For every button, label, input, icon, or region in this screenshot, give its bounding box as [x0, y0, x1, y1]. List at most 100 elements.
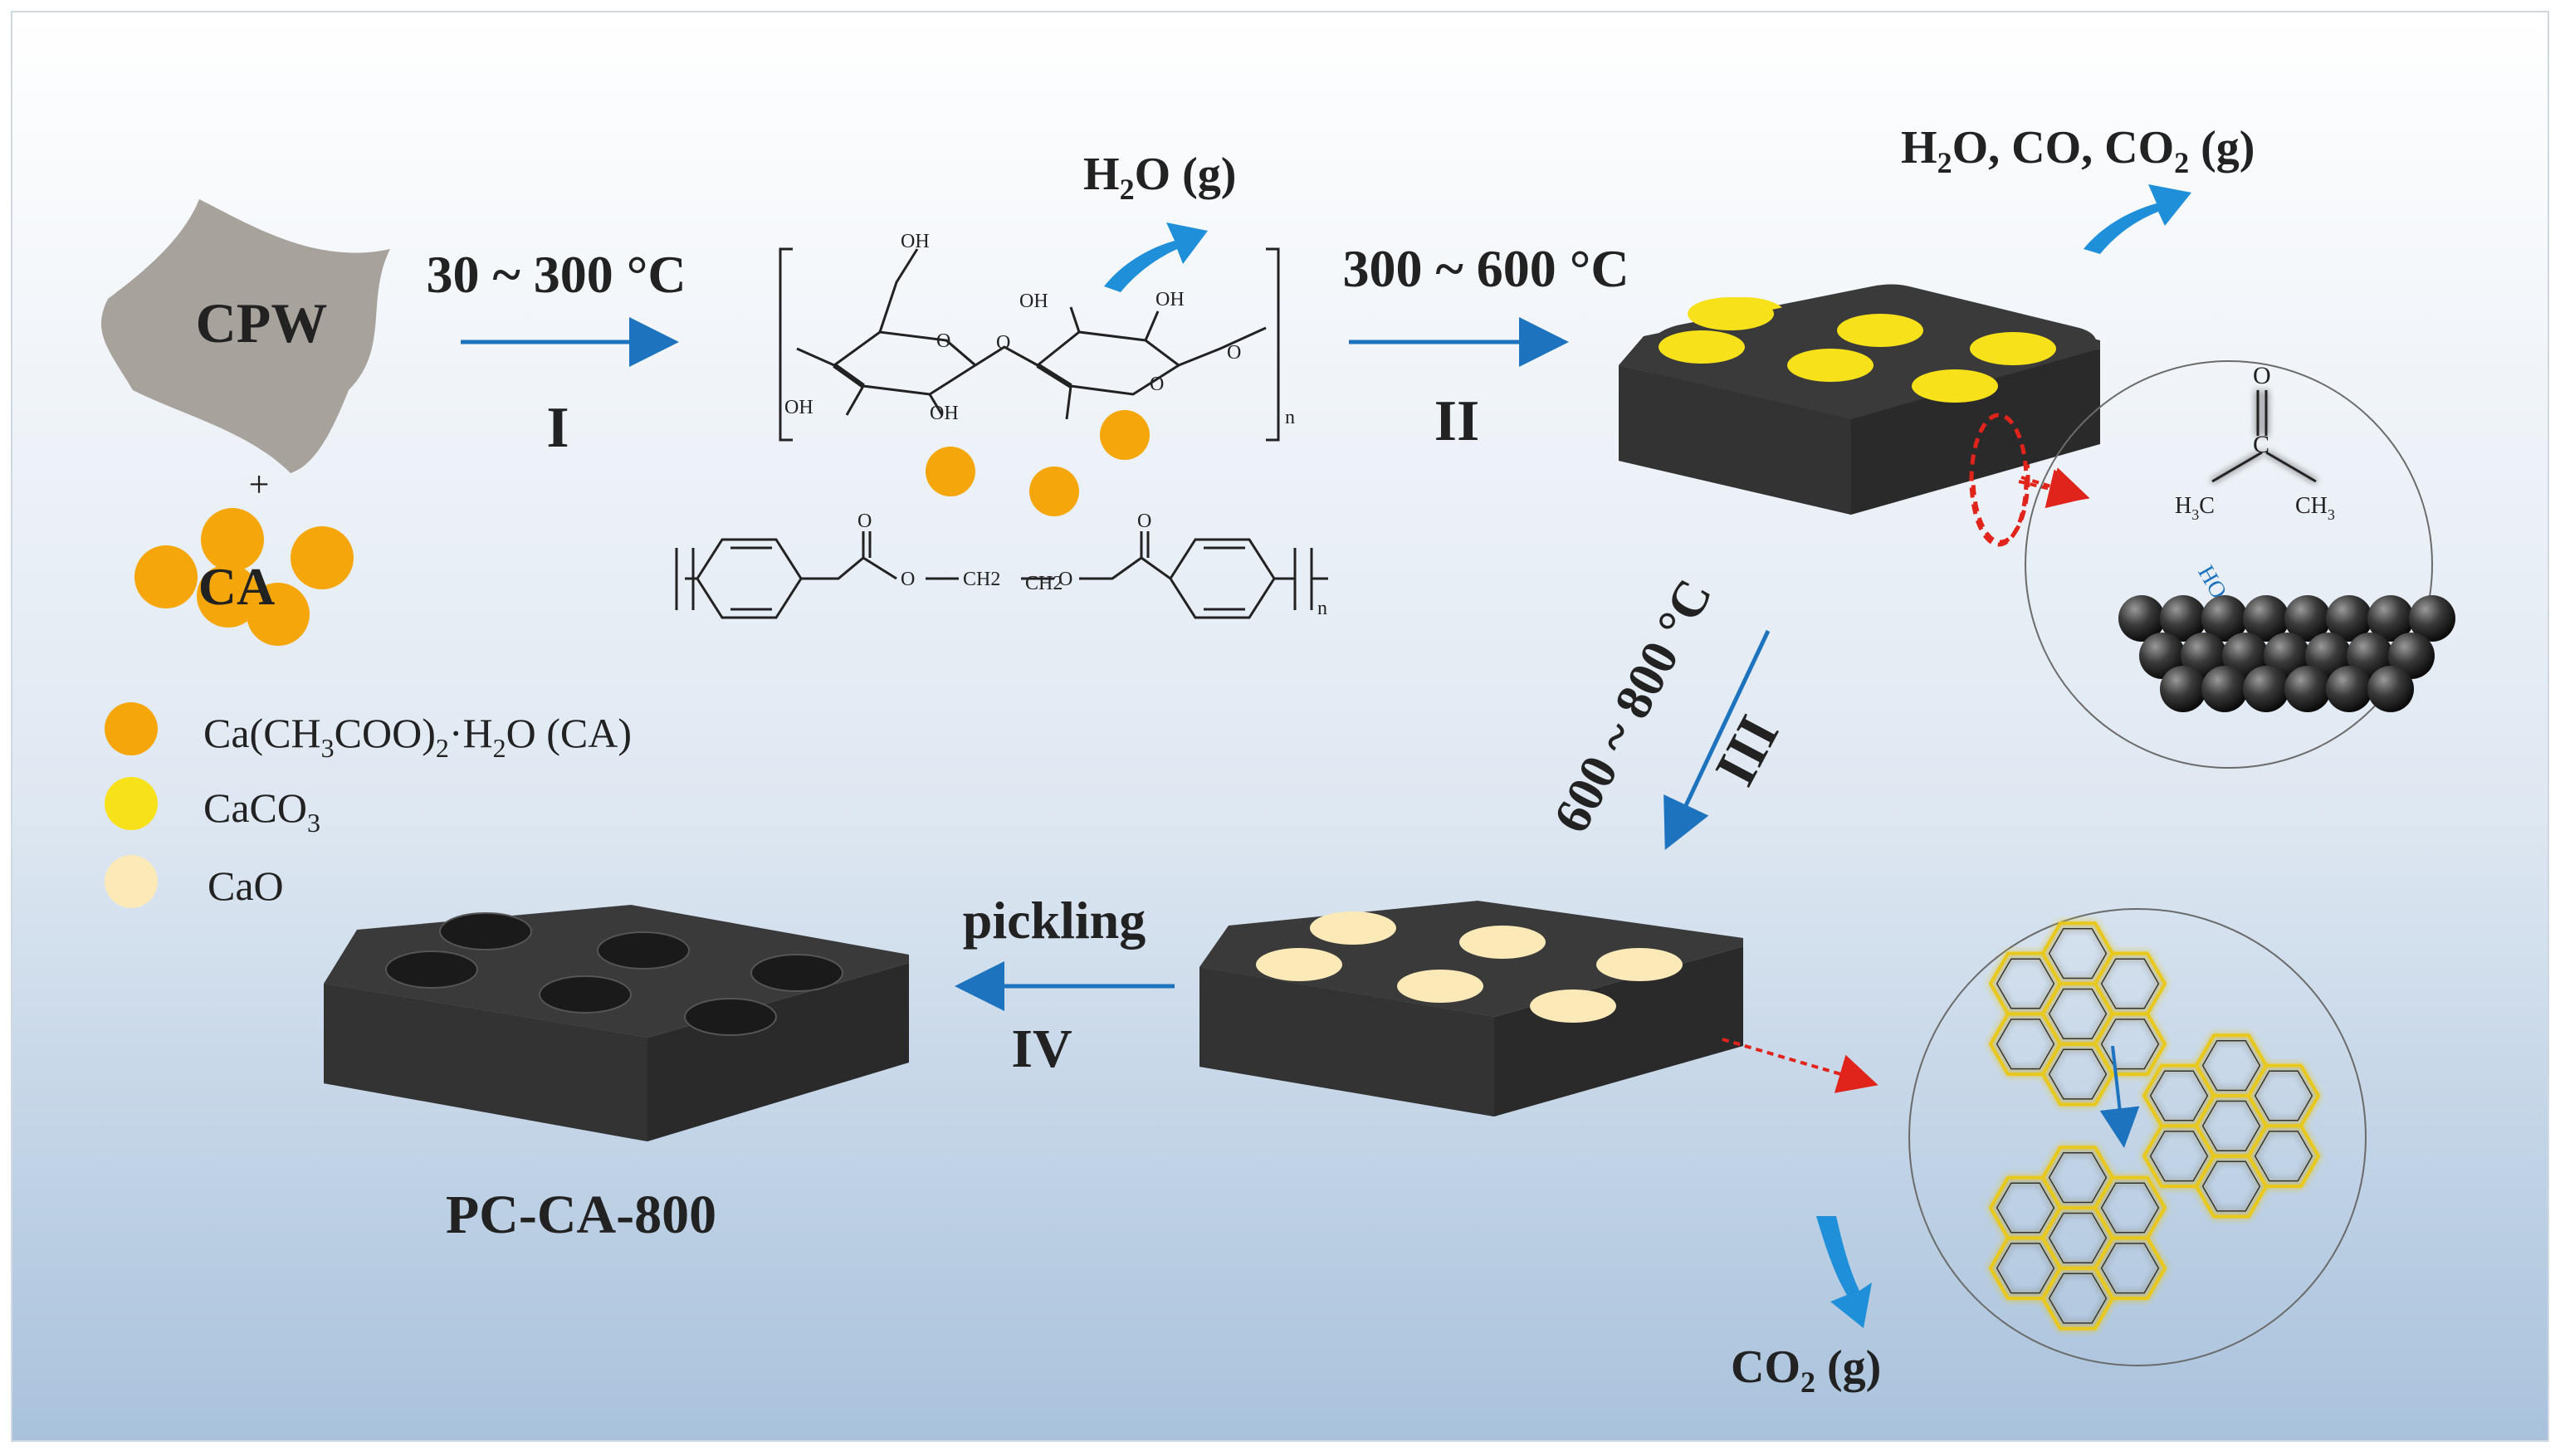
pet-o-4: O — [1137, 511, 1151, 532]
graphene-shift-arrow — [2099, 1045, 2140, 1148]
plus-sign: + — [249, 464, 270, 505]
graphene-hexagon-inner — [2048, 1212, 2108, 1263]
step1-temp: 30 ~ 300 °C — [426, 245, 686, 304]
pores — [385, 912, 843, 1036]
graphene-hexagon-inner — [2201, 1160, 2261, 1212]
legend-label-ca: Ca(CH3COO)2·H2O (CA) — [203, 710, 632, 763]
legend-swatch-ca — [105, 702, 158, 755]
carbon-block-cao — [1199, 901, 1878, 1116]
cellulose-n: n — [1285, 407, 1295, 428]
carbon-sphere — [2284, 666, 2331, 712]
cellulose-o-ring1: O — [936, 330, 950, 352]
inset-circle-bottom — [1908, 908, 2367, 1366]
cellulose-oh-1: OH — [901, 231, 930, 252]
cellulose-labels: OH OH OH OH OH O O O O n — [784, 231, 1295, 428]
pet-labels: O O CH2 CH2 O O n — [857, 511, 1327, 619]
cellulose-structure — [779, 247, 1280, 442]
product-label: PC-CA-800 — [446, 1185, 716, 1245]
pet-o-3: O — [1058, 569, 1072, 590]
graphene-hexagon-inner — [2201, 1100, 2261, 1151]
carbon-sphere — [2264, 633, 2310, 679]
gas-curved-arrow-2 — [2084, 184, 2191, 254]
graphene-hexagon-inner — [2048, 1152, 2108, 1204]
inset-circle-top — [2025, 360, 2433, 769]
graphene-hexagon-inner — [2048, 928, 2108, 980]
graphene-sheets — [1988, 921, 2321, 1331]
carbon-sphere — [2118, 595, 2165, 642]
carbon-sphere — [2139, 633, 2186, 679]
carbon-sphere — [2326, 595, 2372, 642]
inset-graphene — [1908, 908, 2367, 1366]
gas-release-2: H2O, CO, CO2 (g) — [1901, 122, 2255, 254]
cellulose-oh-3: OH — [1155, 289, 1185, 310]
graphene-hexagon-inner — [2048, 1048, 2108, 1100]
carbon-sphere — [2367, 666, 2414, 712]
carbon-sphere — [2367, 595, 2414, 642]
pet-o-2: O — [901, 569, 915, 590]
co2-curved-arrow — [1816, 1216, 1872, 1328]
ca-particle-cluster — [134, 508, 354, 646]
graphene-hexagon-inner — [1996, 1019, 2055, 1070]
pet-ch2-1: CH2 — [963, 569, 1000, 590]
cpw-label: CPW — [196, 291, 328, 354]
cellulose-oh-5: OH — [930, 403, 959, 424]
carbon-sphere — [2243, 666, 2289, 712]
acetone-molecule — [2211, 390, 2317, 483]
step3-arrow — [1664, 629, 1771, 851]
feedstock-group: CPW + CA — [100, 199, 390, 646]
graphene-hexagon-inner — [2048, 988, 2108, 1039]
step-4: pickling IV — [955, 891, 1175, 1079]
graphene-hexagon-inner — [2100, 958, 2160, 1009]
graphene-hexagon-inner — [2048, 1273, 2108, 1324]
legend-swatch-caco3 — [105, 777, 158, 830]
carbon-sphere — [2201, 595, 2248, 642]
graphene-hexagon-inner — [1996, 1182, 2055, 1234]
h2o-gas-label: H2O (g) — [1083, 149, 1236, 206]
carbon-spheres — [2118, 595, 2455, 712]
carbon-sphere — [2388, 633, 2435, 679]
h2o-release: H2O (g) — [1083, 149, 1236, 292]
pet-n: n — [1317, 598, 1327, 619]
cellulose-o-end: O — [1227, 342, 1241, 364]
h2o-curved-arrow — [1104, 222, 1208, 292]
product-block — [324, 905, 909, 1141]
ca-particles-cellulose — [926, 410, 1150, 516]
graphene-hexagon-inner — [2149, 1131, 2209, 1182]
step-2: 300 ~ 600 °C II — [1342, 239, 1629, 453]
pet-ch2-2: CH2 — [1025, 573, 1063, 594]
graphene-hexagon-inner — [2100, 1019, 2160, 1070]
carbon-sphere — [2409, 595, 2455, 642]
legend: Ca(CH3COO)2·H2O (CA) CaCO3 CaO — [105, 702, 632, 909]
cpw-shape — [100, 199, 390, 473]
legend-label-cao: CaO — [208, 862, 284, 909]
graphene-hexagon-inner — [2100, 1243, 2160, 1294]
step4-numeral: IV — [1011, 1019, 1072, 1079]
carbon-sphere — [2160, 666, 2206, 712]
carbon-sphere — [2347, 633, 2393, 679]
carbon-sphere — [2201, 666, 2248, 712]
co2-gas-label: CO2 (g) — [1731, 1341, 1881, 1399]
graphene-hexagon — [2040, 1266, 2115, 1331]
cao-edge-pointer — [1722, 1038, 1878, 1093]
inset-surface: O C H3C CH3 HO — [2025, 360, 2455, 769]
carbon-sphere — [2160, 595, 2206, 642]
co2-release: CO2 (g) — [1731, 1216, 1881, 1399]
cellulose-oh-2: OH — [1019, 291, 1048, 312]
step4-process: pickling — [963, 891, 1146, 950]
graphene-hexagon-inner — [2201, 1040, 2261, 1092]
graphene-hexagon-inner — [2100, 1182, 2160, 1234]
cellulose-o-ring2: O — [1150, 374, 1164, 395]
background — [11, 11, 2549, 1442]
graphene-hexagon-inner — [2149, 1070, 2209, 1121]
step1-numeral: I — [546, 396, 569, 460]
carbon-sphere — [2326, 666, 2372, 712]
cellulose-oh-4: OH — [784, 397, 813, 418]
carbon-sphere — [2181, 633, 2227, 679]
cellulose-o-bridge: O — [996, 332, 1010, 354]
graphene-hexagon-inner — [1996, 1243, 2055, 1294]
graphene-hexagon — [2040, 1042, 2115, 1107]
acetone-c: C — [2253, 431, 2269, 458]
pet-o-1: O — [857, 511, 872, 532]
step2-numeral: II — [1434, 389, 1479, 453]
